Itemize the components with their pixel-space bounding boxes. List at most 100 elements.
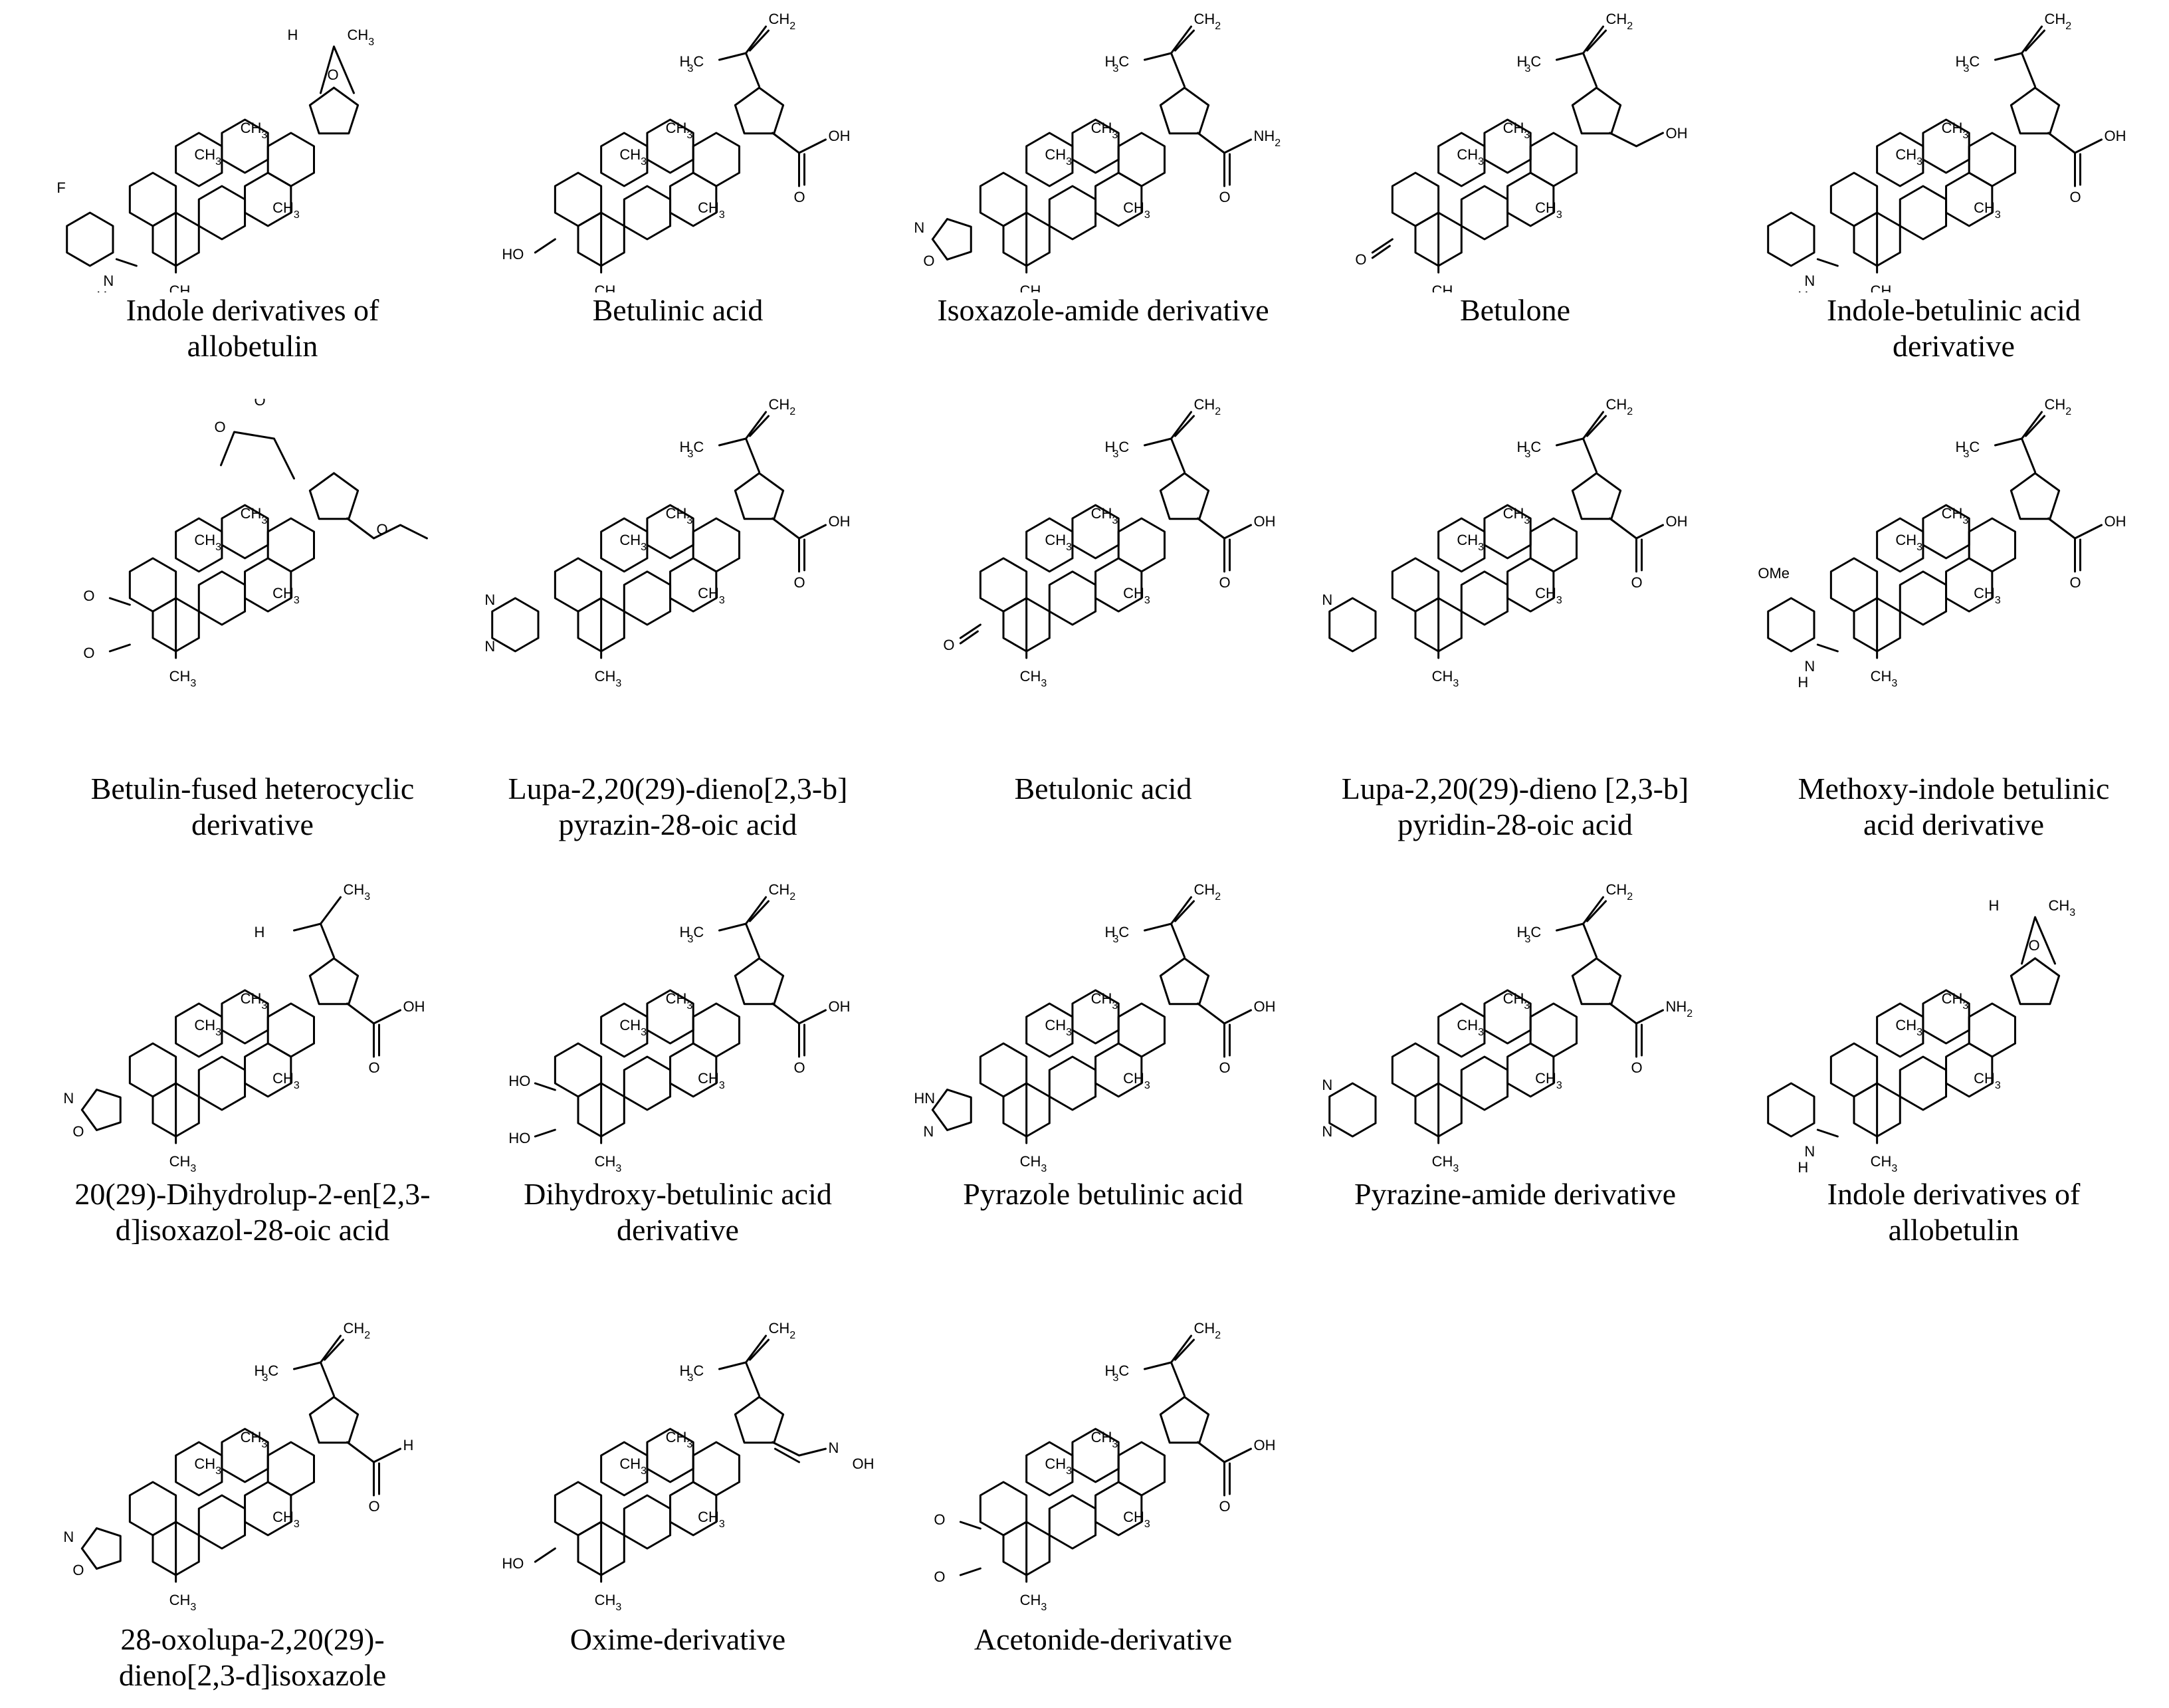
methyl-label: CH3 — [169, 1153, 197, 1174]
carbonyl-bond — [2047, 132, 2103, 154]
methyl-label: CH3 — [698, 199, 725, 221]
ring-b-lower — [1460, 570, 1509, 626]
carbonyl-bond — [771, 517, 827, 540]
methyl-label: CH3 — [272, 1509, 300, 1530]
nh-hydrogen-label: H — [1798, 288, 1808, 292]
compound-caption: Lupa-2,20(29)-dieno[2,3-b]pyrazin-28-oic… — [465, 771, 890, 843]
methyl-label: CH3 — [1123, 1070, 1150, 1091]
carbonyl-oxygen-label: O — [1219, 1498, 1230, 1515]
carbonyl-bond — [771, 132, 827, 154]
carbonyl-oxygen-label: O — [368, 1059, 379, 1076]
compound-caption: Pyrazole betulinic acid — [890, 1176, 1316, 1212]
h3c-sub: 3C — [1963, 439, 1980, 460]
h3c-sub: 3C — [1963, 53, 1980, 74]
compound-card: CH3CH3CH3CH3CH2H3CONH2NOIsoxazole-amide … — [890, 13, 1316, 379]
ring-a — [979, 557, 1028, 613]
caption-line: pyridin-28-oic acid — [1397, 807, 1633, 841]
double-bond — [748, 29, 770, 52]
ring-a — [554, 557, 603, 613]
methylene-label: CH2 — [1605, 13, 1633, 32]
ring-e — [734, 957, 785, 1006]
ring-a — [128, 1481, 177, 1537]
h3c-sub: 3C — [1524, 924, 1541, 945]
methyl-label: CH3 — [194, 1017, 221, 1038]
ring-heteroatom-label: N — [914, 219, 924, 236]
carbonyl-bond — [1196, 517, 1252, 540]
hydroxyl-label: OH — [828, 128, 850, 144]
methyl-label: CH3 — [1974, 1070, 2001, 1091]
ring-e — [308, 957, 360, 1006]
methyl-label: CH3 — [1457, 1017, 1484, 1038]
methyl-label: CH3 — [1895, 1017, 1922, 1038]
carbonyl-oxygen-label: O — [1219, 189, 1230, 205]
ring-e — [308, 1396, 360, 1444]
methyl-label: CH3 — [1871, 282, 1898, 292]
hydroxyl-label: OH — [403, 998, 425, 1015]
nitrogen-label: N — [1804, 658, 1815, 675]
methyl-label: CH3 — [595, 282, 622, 292]
caption-line: Indole derivatives of — [1827, 1177, 2081, 1211]
compound-caption: Lupa-2,20(29)-dieno [2,3-b]pyridin-28-oi… — [1302, 771, 1728, 843]
methyl-label: CH3 — [169, 282, 197, 292]
ring-b-lower — [623, 1055, 672, 1111]
methyl-label: CH3 — [619, 1017, 647, 1038]
ring-b-lower — [623, 1494, 672, 1550]
ring-b-lower — [1460, 185, 1509, 241]
ring-heteroatom-label: N — [63, 1090, 74, 1107]
double-bond — [1586, 415, 1607, 437]
azole-ring — [80, 1089, 122, 1131]
h3c-sub: 3C — [1524, 53, 1541, 74]
ring-a — [554, 1481, 603, 1537]
methyl-label: CH3 — [1535, 199, 1562, 221]
methyl-bond — [1143, 1361, 1172, 1370]
hydroxyl-label: OH — [1253, 1437, 1275, 1453]
ring-c — [1071, 118, 1120, 174]
ring-heteroatom-label: N — [923, 1123, 934, 1140]
carbonyl-oxygen-label: O — [2069, 189, 2081, 205]
h3c-sub: 3C — [1524, 439, 1541, 460]
substituent-bond — [534, 1082, 556, 1091]
caption-line: Acetonide-derivative — [974, 1622, 1233, 1656]
pyrrole-bond — [1816, 643, 1839, 653]
methyl-label: CH3 — [595, 1592, 622, 1613]
ring-d — [692, 1441, 740, 1497]
methyl-bond — [1994, 52, 2023, 61]
ring-c — [221, 1428, 269, 1483]
methyl-label: CH3 — [1045, 532, 1072, 553]
methyl-label: CH3 — [169, 668, 197, 689]
ring-c — [1922, 504, 1970, 560]
ring-substituent-label: F — [56, 179, 65, 196]
nh-hydrogen-label: H — [1798, 674, 1808, 691]
substituent-bond — [534, 1128, 556, 1138]
methyl-label: CH3 — [1045, 146, 1072, 167]
h3c-label: H — [1104, 439, 1115, 455]
ring-c — [646, 1428, 694, 1483]
ring-a — [979, 1481, 1028, 1537]
methyl-label: CH3 — [194, 532, 221, 553]
methyl-label: CH3 — [1432, 668, 1459, 689]
methylene-label: CH2 — [343, 1323, 370, 1341]
methyl-label: CH3 — [1895, 146, 1922, 167]
ring-b-lower — [1899, 570, 1948, 626]
ring-heteroatom-label: N — [63, 1529, 74, 1545]
ring-d — [1117, 517, 1166, 573]
azole-ring — [80, 1527, 122, 1570]
compound-caption: Betulone — [1302, 292, 1728, 328]
compound-caption: Isoxazole-amide derivative — [890, 292, 1316, 328]
carbonyl-oxygen-label: O — [793, 1059, 805, 1076]
ring-c-lower — [244, 1481, 292, 1537]
ring-b-lower — [1048, 185, 1097, 241]
ring-d — [692, 1002, 740, 1058]
amine-label: NH2 — [1253, 128, 1281, 149]
ring-a — [554, 171, 603, 227]
oxygen-label: O — [254, 399, 265, 409]
